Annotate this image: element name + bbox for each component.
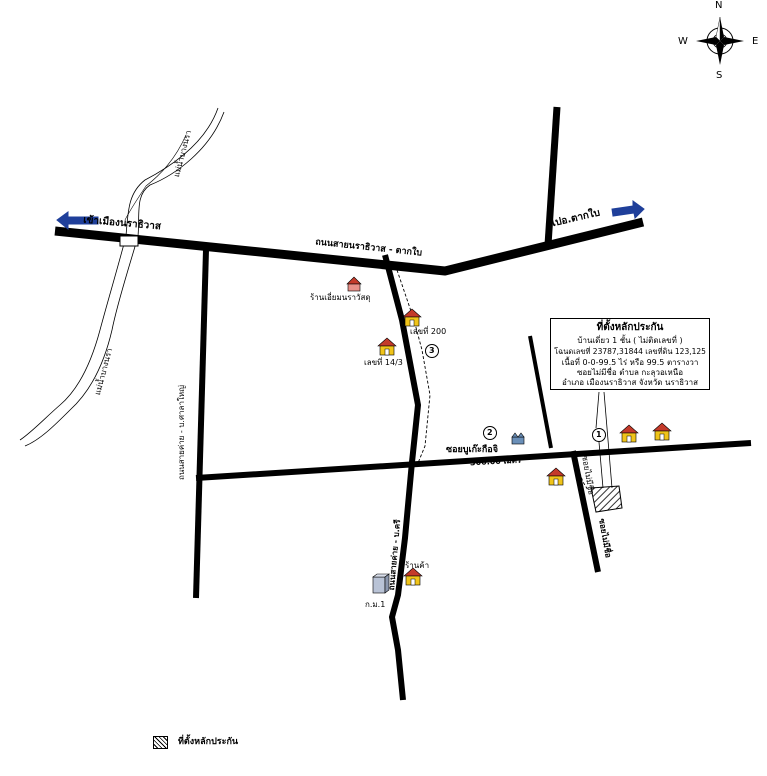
- label-house-200: เลขที่ 200: [410, 327, 447, 336]
- bridge-icon: [119, 235, 139, 247]
- house-icon: [403, 567, 423, 586]
- legend-label: ที่ตั้งหลักประกัน: [178, 737, 239, 747]
- label-soi-bukit: ซอยบูเก๊ะกือจิ: [446, 445, 498, 455]
- compass-west: W: [678, 36, 688, 47]
- markers: [425, 344, 613, 489]
- info-line-3: เนื้อที่ 0-0-99.5 ไร่ หรือ 99.5 ตารางวา: [561, 358, 699, 367]
- info-line-4: ซอยไม่มีชื่อ ตำบล กะลุวอเหนือ: [576, 368, 684, 377]
- marker-3: 3: [429, 346, 435, 355]
- building-icon: [372, 573, 390, 594]
- collateral-plot-icon: [590, 485, 623, 513]
- info-line-5: อำเภอ เมืองนราธิวาส จังหวัด นราธิวาส: [561, 378, 699, 387]
- roads: [54, 106, 752, 701]
- compass-north: N: [715, 0, 723, 11]
- leader-line-1: [595, 391, 600, 429]
- arrow-to-takbai-icon: [611, 200, 645, 220]
- marker-circle-1: [592, 428, 606, 442]
- info-line-2: โฉนดเลขที่ 23787,31844 เลขที่ดิน 123,125: [554, 347, 706, 356]
- legend-hatch-icon: [153, 736, 168, 749]
- compass-east: E: [752, 36, 759, 47]
- road-ban-kho: [382, 254, 421, 701]
- house-icon: [546, 467, 566, 486]
- soi-bukit-spur: [528, 335, 553, 449]
- leader-line-1c: [603, 391, 613, 489]
- cross-road: [195, 440, 752, 481]
- road-sala-yai: [193, 249, 209, 599]
- river: [19, 107, 225, 447]
- north-road: [544, 106, 561, 246]
- marker-circle-2: [483, 426, 497, 440]
- soi-no-name-road: [570, 450, 601, 573]
- arrow-to-city-icon: [56, 211, 99, 231]
- marker-2: 2: [487, 428, 493, 437]
- compass-south: S: [716, 70, 723, 81]
- compass-icon: [696, 16, 744, 65]
- house-icon: [402, 308, 422, 327]
- label-shop-lanna: ร้านเอี่ยมนราวัสดุ: [310, 293, 371, 302]
- marker-circle-3: [425, 344, 439, 358]
- factory-icon: [511, 432, 525, 445]
- label-road-sala-yai: ถนนสายค่าย - บ.ศาลาใหญ่: [177, 385, 186, 480]
- label-km1: ก.ม.1: [365, 600, 386, 609]
- collateral-info-box: ที่ตั้งหลักประกัน บ้านเดี่ยว 1 ชั้น ( ไม…: [550, 318, 710, 390]
- house-icon: [377, 337, 397, 356]
- leader-line-1b: [598, 441, 604, 489]
- info-title: ที่ตั้งหลักประกัน: [596, 322, 664, 333]
- label-house-14-3: เลขที่ 14/3: [364, 358, 403, 367]
- main-highway-road: [54, 217, 645, 276]
- house-icon: [652, 422, 672, 441]
- shop-lanna-icon: [346, 276, 362, 292]
- label-shop: ร้านค้า: [405, 561, 430, 570]
- house-icon: [619, 424, 639, 443]
- info-line-1: บ้านเดี่ยว 1 ชั้น ( ไม่ติดเลขที่ ): [577, 336, 683, 345]
- marker-1: 1: [596, 430, 602, 439]
